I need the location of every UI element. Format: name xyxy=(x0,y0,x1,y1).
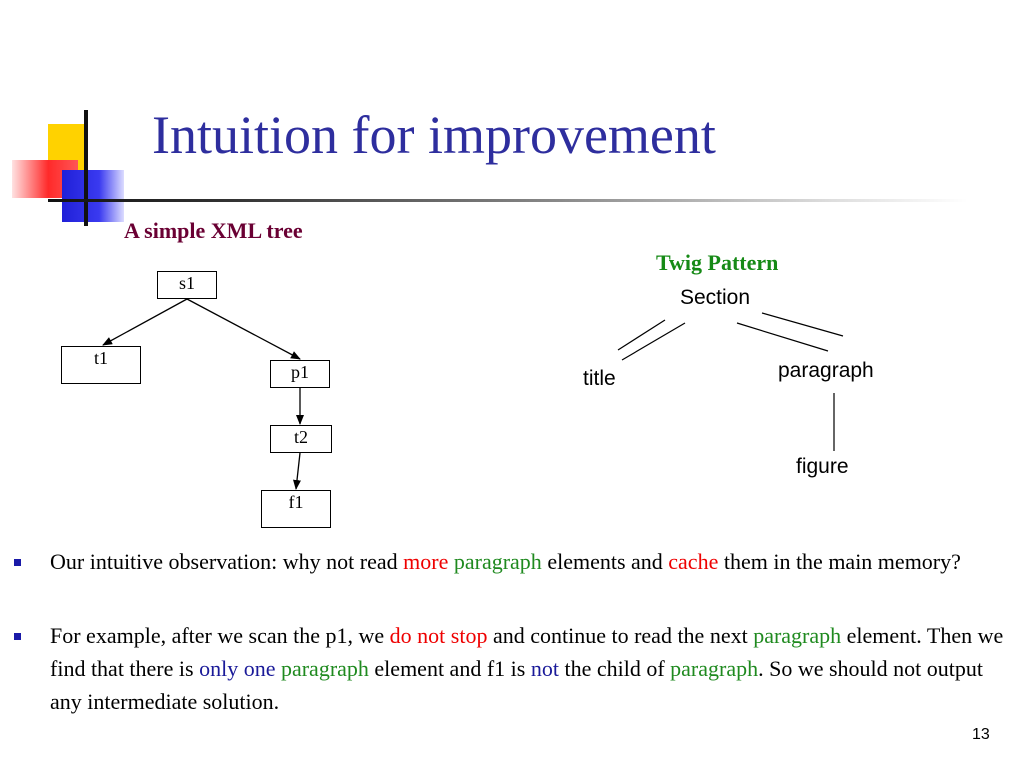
bullet-item-example: For example, after we scan the p1, we do… xyxy=(50,619,1010,718)
edge-s1-p1 xyxy=(186,298,301,360)
twig-edge-section-paragraph-a xyxy=(736,322,829,352)
twig-edge-section-title-a xyxy=(617,319,666,351)
xml-node-t2: t2 xyxy=(270,425,332,453)
edge-t2-f1 xyxy=(293,452,301,490)
twig-node-title: title xyxy=(583,367,616,390)
xml-node-s1: s1 xyxy=(157,271,217,299)
bullet-text-segment: and continue to read the next xyxy=(487,623,754,648)
logo-blue-square xyxy=(62,170,124,222)
bullet-text-segment: paragraph xyxy=(670,656,759,681)
edge-s1-t1 xyxy=(102,298,188,346)
twig-edge-section-paragraph-b xyxy=(761,312,844,337)
twig-node-paragraph: paragraph xyxy=(778,359,874,382)
bullet-text-segment: only one xyxy=(199,656,276,681)
twig-pattern-heading: Twig Pattern xyxy=(656,250,779,275)
xml-node-f1: f1 xyxy=(261,490,331,528)
slide-title: Intuition for improvement xyxy=(152,105,716,165)
bullet-text-segment: paragraph xyxy=(753,623,842,648)
logo-vertical-line xyxy=(84,110,88,226)
bullet-text-segment: them in the main memory? xyxy=(718,549,961,574)
bullet-text-segment: element and f1 is xyxy=(368,656,531,681)
bullet-text-segment: paragraph xyxy=(280,656,369,681)
bullet-text-segment: Our intuitive observation: why not read xyxy=(50,549,404,574)
bullet-text-segment: element. Then we find that there is xyxy=(50,623,1004,681)
title-underline xyxy=(48,199,968,202)
page-number: 13 xyxy=(972,726,990,743)
bullet-text-segment: do not stop xyxy=(389,623,488,648)
square-bullet-icon xyxy=(14,559,21,566)
xml-tree-heading: A simple XML tree xyxy=(124,218,303,243)
bullet-text-segment: . So we should not output any intermedia… xyxy=(50,656,984,714)
slide-corner-logo xyxy=(0,0,130,230)
bullet-text-segment: the child of xyxy=(558,656,671,681)
twig-node-section: Section xyxy=(680,286,751,309)
bullet-text-segment: paragraph xyxy=(453,549,542,574)
square-bullet-icon xyxy=(14,633,21,640)
bullet-text-segment: cache xyxy=(668,549,719,574)
bullet-text-segment: elements and xyxy=(541,549,669,574)
twig-edge-section-title-b xyxy=(621,322,686,361)
bullet-text-segment: For example, after we scan the p1, we xyxy=(50,623,390,648)
bullet-text-segment: not xyxy=(530,656,559,681)
xml-node-p1: p1 xyxy=(270,360,330,388)
bullet-item-observation: Our intuitive observation: why not read … xyxy=(50,545,1010,578)
xml-node-t1: t1 xyxy=(61,346,141,384)
twig-node-figure: figure xyxy=(796,455,849,478)
bullet-text-segment: more xyxy=(403,549,449,574)
